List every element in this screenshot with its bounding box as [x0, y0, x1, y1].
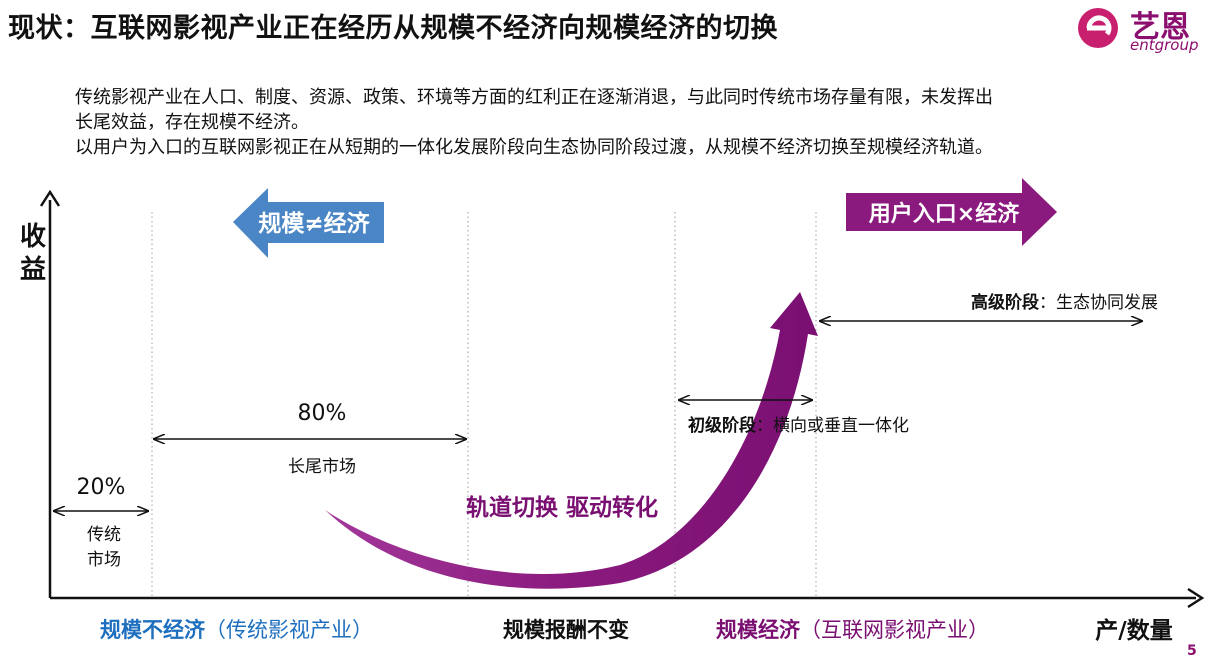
y-axis [39, 189, 61, 598]
traditional-percent: 20% [77, 475, 126, 500]
page-number: 5 [1187, 643, 1197, 659]
right-block-arrow-label: 用户入口×经济 [869, 201, 1020, 227]
bottom-left-main: 规模不经济 [100, 618, 206, 642]
advanced-stage-label: 高级阶段：生态协同发展 [971, 292, 1158, 313]
intro-paragraph-line-1: 传统影视产业在人口、制度、资源、政策、环境等方面的红利正在逐渐消退，与此同时传统… [75, 87, 993, 108]
logo-name-cn: 艺恩 [1130, 10, 1190, 45]
y-axis-label-1: 收 [20, 222, 46, 252]
bottom-right-paren: （互联网影视产业） [800, 618, 989, 642]
right-block-arrow: 用户入口×经济 [846, 178, 1057, 246]
page-title: 现状：互联网影视产业正在经历从规模不经济向规模经济的切换 [8, 13, 778, 44]
x-axis-label: 产/数量 [1095, 617, 1172, 644]
stage-dividers [151, 212, 817, 598]
bottom-left-label: 规模不经济（传统影视产业） [100, 618, 373, 642]
advanced-stage-desc: ：生态协同发展 [1039, 293, 1158, 313]
primary-stage-label: 初级阶段：横向或垂直一体化 [688, 415, 909, 436]
intro-paragraph-line-3: 以用户为入口的互联网影视正在从短期的一体化发展阶段向生态协同阶段过渡，从规模不经… [75, 137, 993, 158]
curve-arrow [325, 292, 818, 589]
traditional-label-line-2: 市场 [87, 550, 121, 570]
primary-stage-title: 初级阶段 [688, 415, 756, 436]
y-axis-label-2: 益 [20, 255, 46, 285]
x-axis [50, 587, 1205, 609]
primary-stage-desc: ：横向或垂直一体化 [756, 416, 909, 436]
bottom-left-paren: （传统影视产业） [205, 618, 373, 642]
intro-paragraph-line-2: 长尾效益，存在规模不经济。 [75, 112, 309, 133]
left-block-arrow: 规模≠经济 [233, 188, 384, 258]
longtail-percent: 80% [298, 401, 347, 426]
left-block-arrow-label: 规模≠经济 [258, 210, 370, 237]
traditional-label-line-1: 传统 [87, 525, 121, 545]
logo-name-en: entgroup [1130, 36, 1199, 54]
longtail-label: 长尾市场 [288, 457, 356, 477]
advanced-stage-title: 高级阶段 [971, 292, 1039, 313]
entgroup-e-logo-icon [1078, 8, 1118, 48]
bottom-right-label: 规模经济（互联网影视产业） [716, 618, 989, 642]
bottom-right-main: 规模经济 [716, 618, 801, 642]
bottom-middle-label: 规模报酬不变 [503, 618, 629, 642]
curve-arrow-label: 轨道切换 驱动转化 [466, 494, 658, 521]
